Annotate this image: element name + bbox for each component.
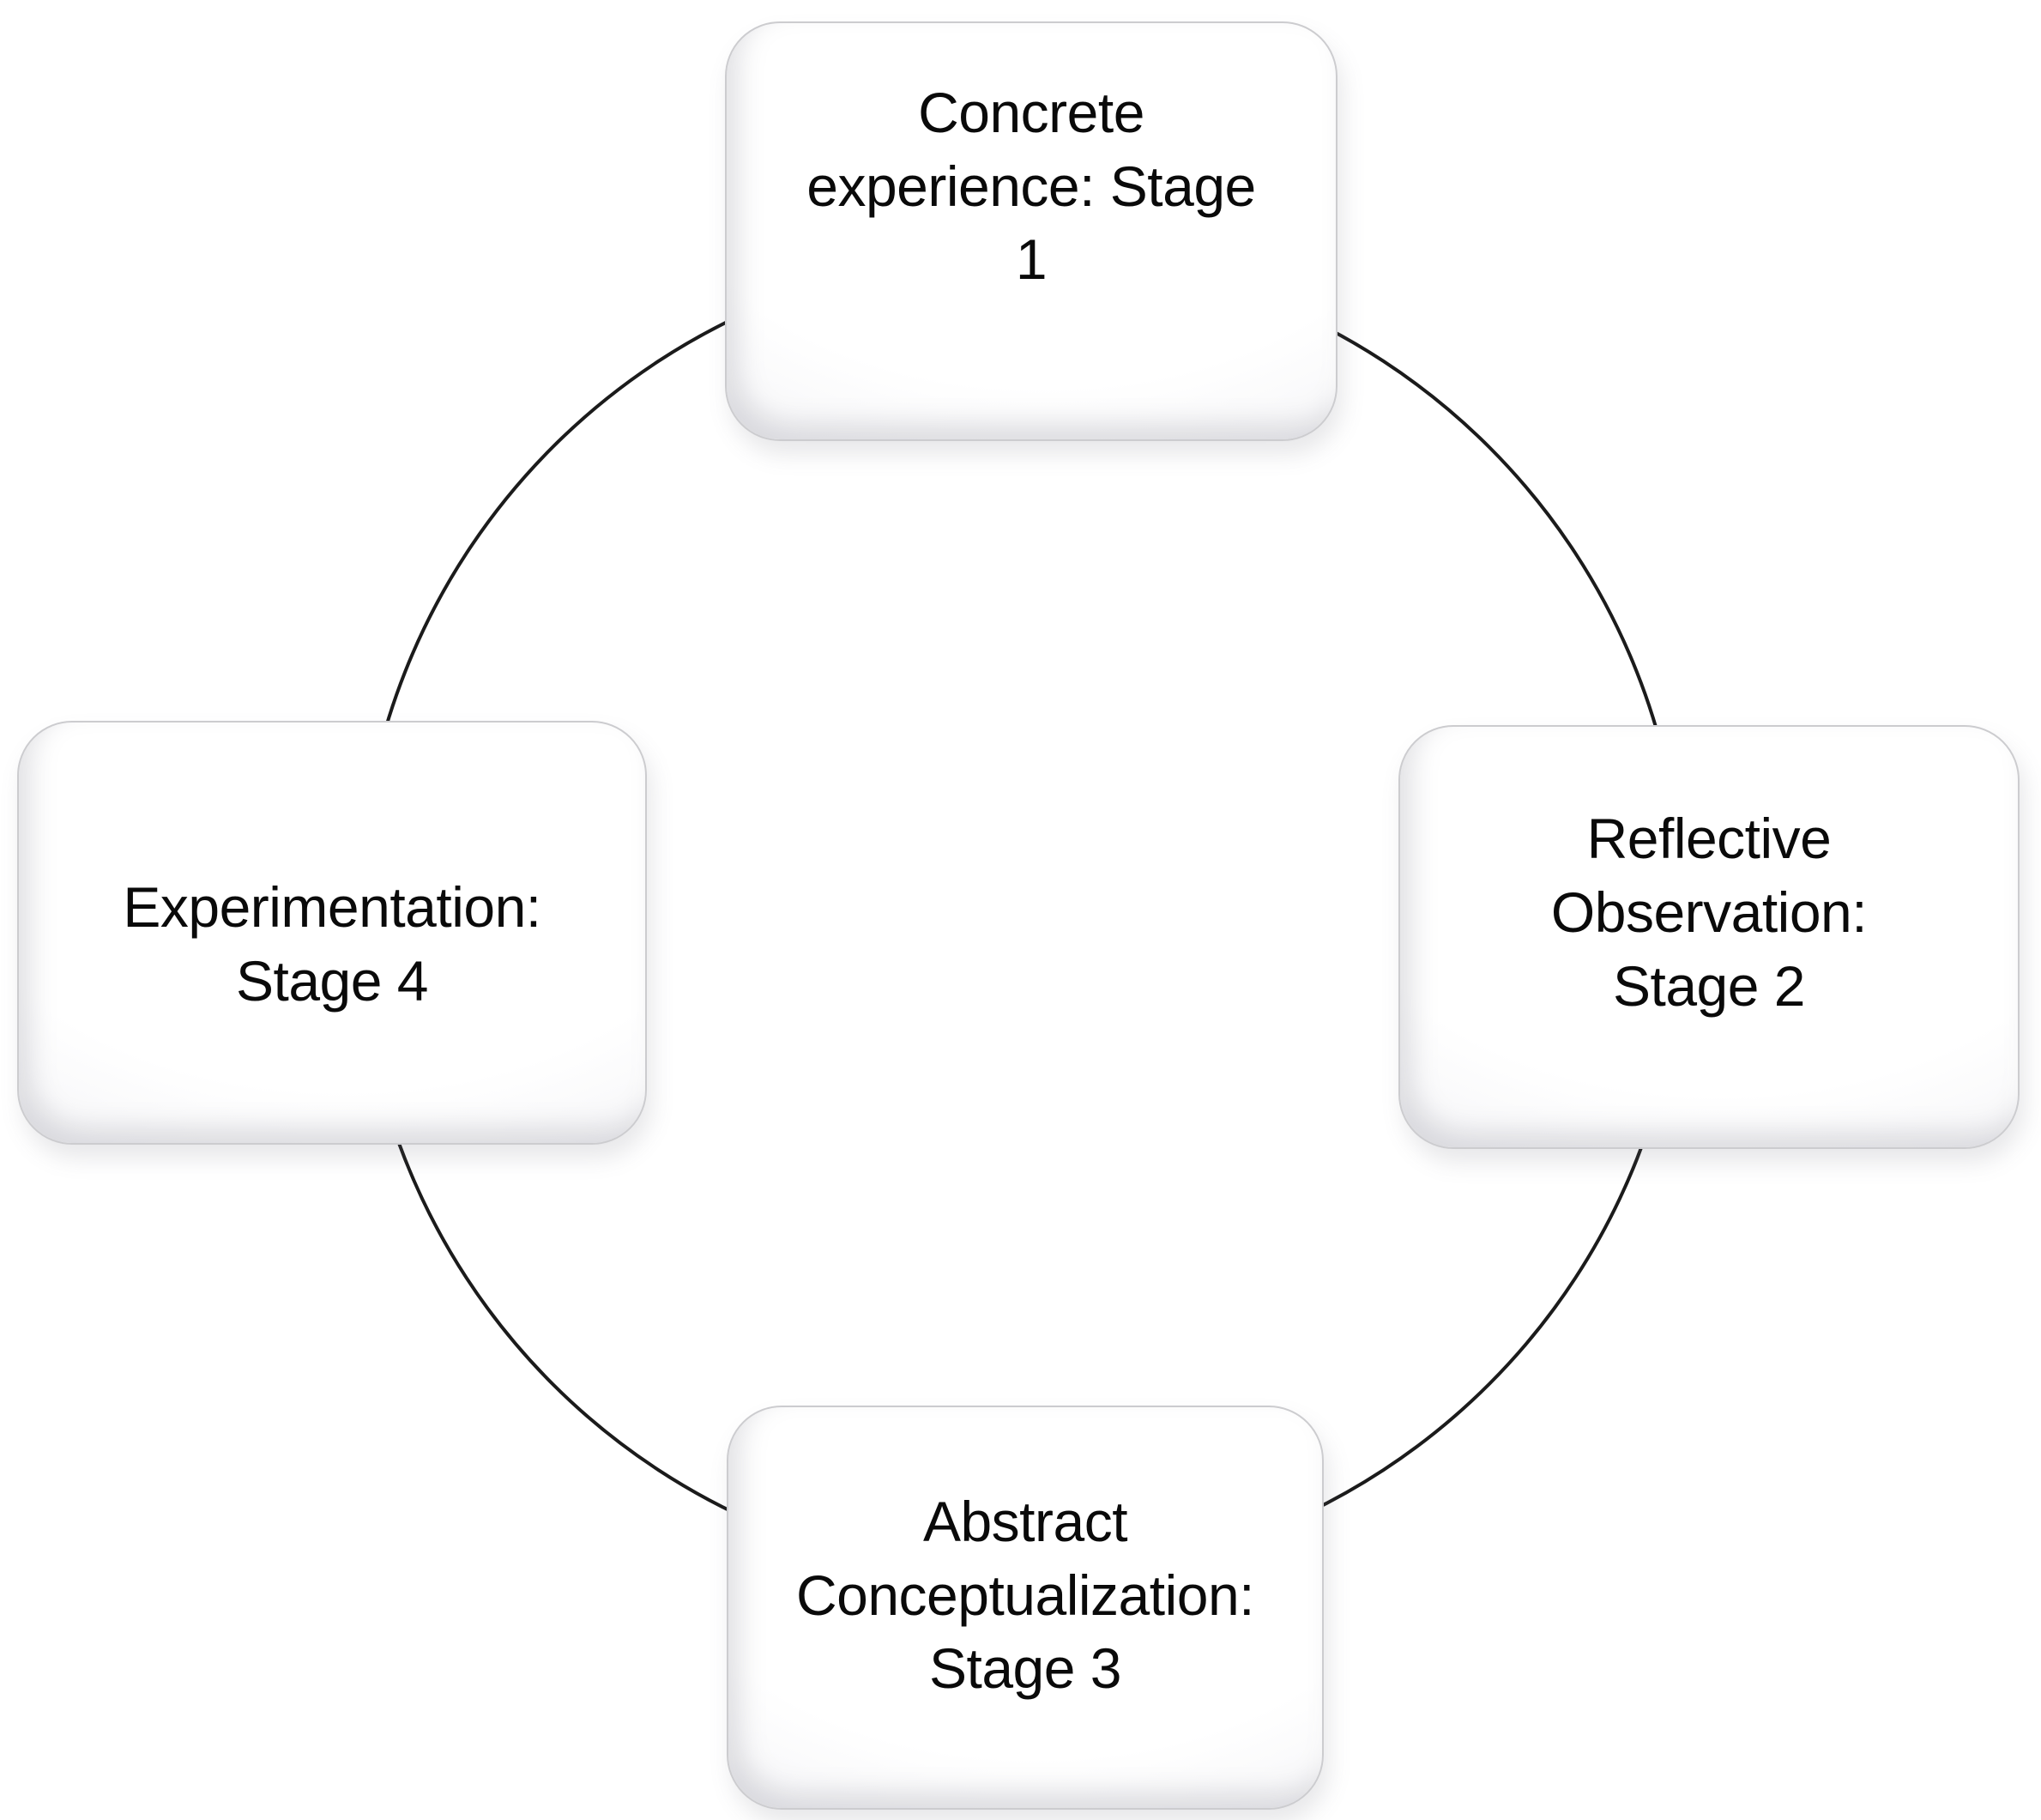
node-stage-3-label: Abstract Conceptualization: Stage 3 [795, 1489, 1255, 1701]
node-stage-4: Experimentation: Stage 4 [17, 721, 647, 1145]
node-stage-3: Abstract Conceptualization: Stage 3 [727, 1406, 1324, 1810]
node-stage-1: Concrete experience: Stage 1 [725, 21, 1338, 441]
node-stage-2: Reflective Observation: Stage 2 [1398, 725, 2020, 1149]
node-stage-2-label: Reflective Observation: Stage 2 [1550, 807, 1868, 1018]
node-stage-4-label: Experimentation: Stage 4 [123, 875, 541, 1013]
node-stage-1-label: Concrete experience: Stage 1 [806, 80, 1256, 292]
